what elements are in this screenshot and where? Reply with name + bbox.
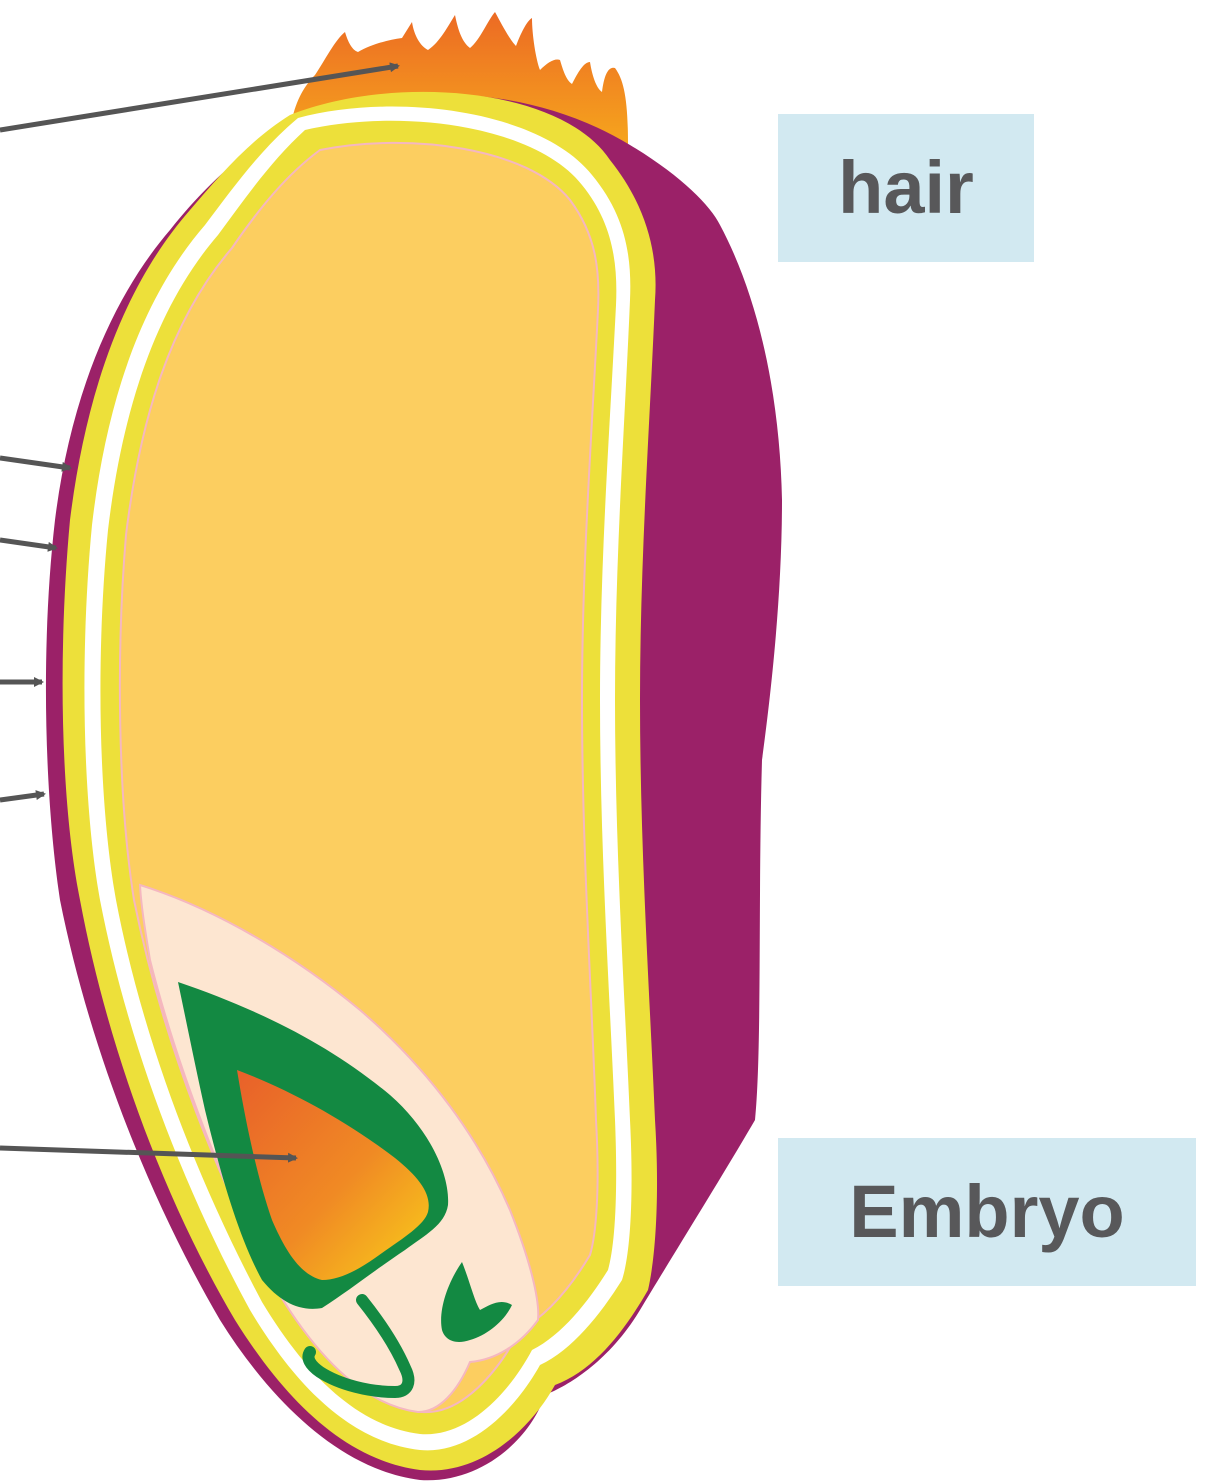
label-embryo-text: Embryo: [849, 1175, 1125, 1249]
label-hair-box: hair: [778, 114, 1034, 262]
label-embryo-box: Embryo: [778, 1138, 1196, 1286]
arrow-bran-2: [0, 540, 56, 548]
arrow-bran-1: [0, 458, 70, 468]
arrow-bran-4: [0, 794, 44, 800]
label-hair-text: hair: [838, 151, 974, 225]
